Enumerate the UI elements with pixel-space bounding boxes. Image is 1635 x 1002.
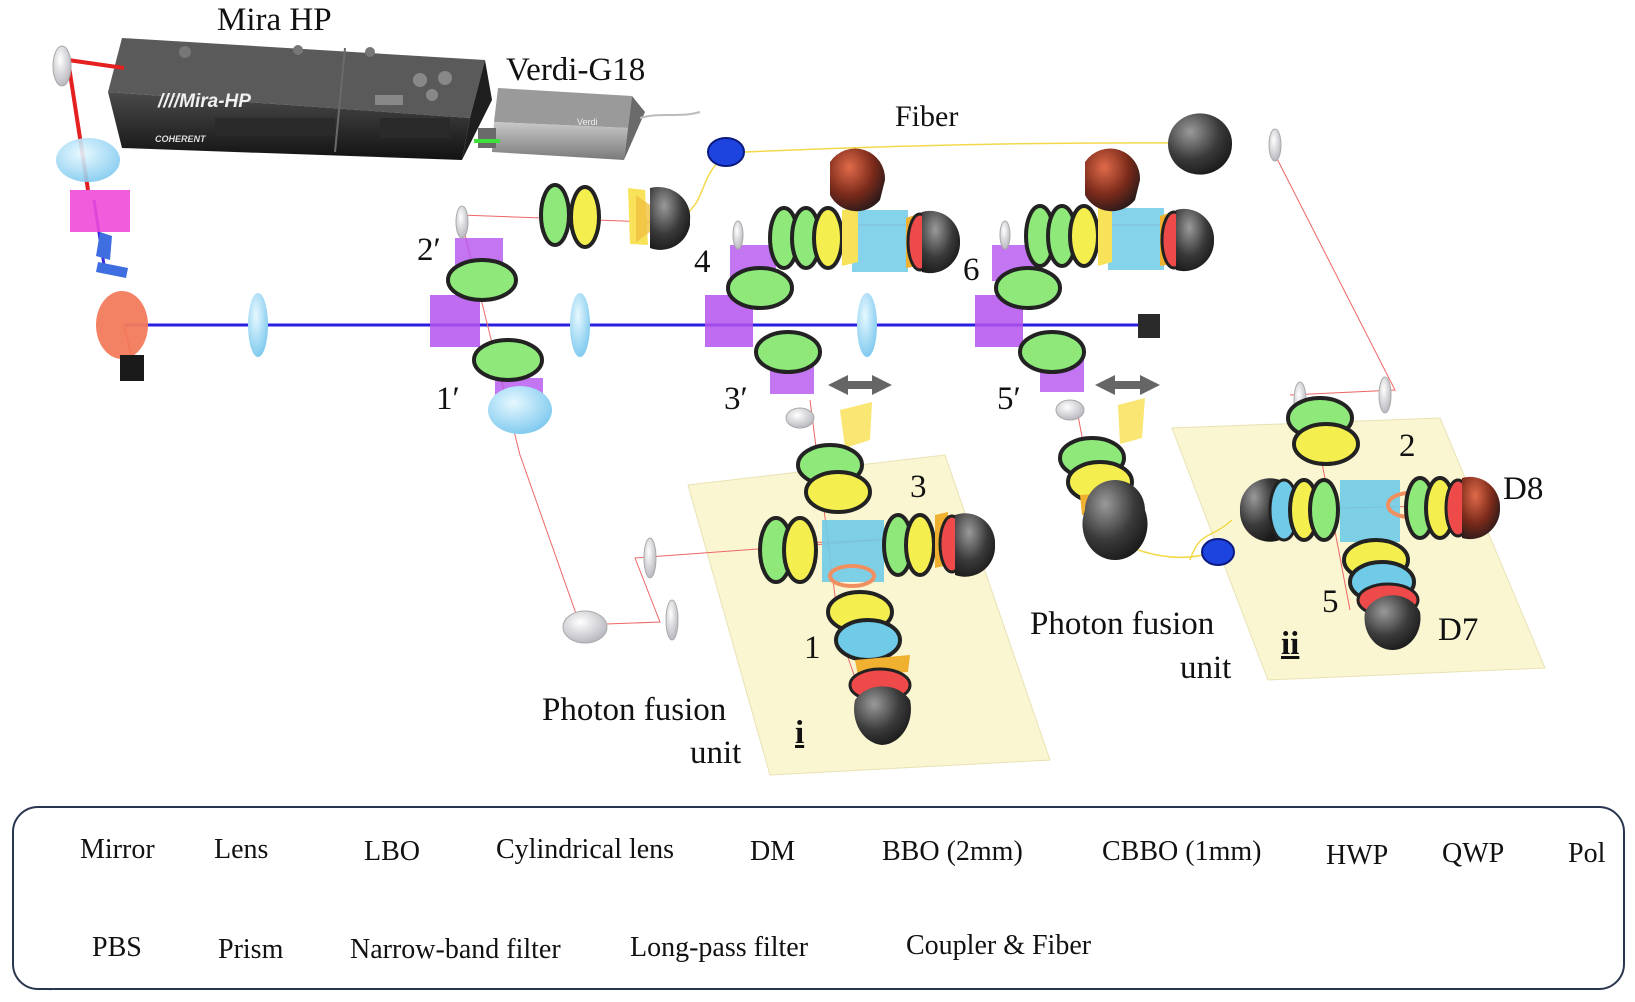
cylindrical-lens <box>96 232 112 260</box>
source-5-6 <box>975 148 1215 561</box>
fiber-coupler <box>1168 113 1233 175</box>
unit-ii-title-line1: Photon fusion <box>1030 606 1215 642</box>
fiber-coupler-blue <box>1201 538 1235 566</box>
legend-hwp: HWP <box>1326 840 1389 871</box>
verdi-g18-label: Verdi-G18 <box>506 52 646 88</box>
beam-dump <box>120 355 144 381</box>
legend-lbo: LBO <box>364 836 420 867</box>
legend-dm: DM <box>750 836 796 867</box>
verdi-brand-text: Verdi <box>577 117 598 127</box>
crystal-3p-label: 3′ <box>724 381 748 417</box>
mira-hp-label: Mira HP <box>217 2 332 38</box>
legend-pbs: PBS <box>92 932 142 963</box>
mirror <box>643 537 657 579</box>
photon-fusion-unit-i <box>758 443 996 745</box>
laser-brand-text: ////Mira-HP <box>157 91 251 112</box>
source-3-4 <box>705 148 961 448</box>
legend-mirror: Mirror <box>80 834 155 865</box>
detector-d7-label: D7 <box>1438 612 1479 648</box>
dichroic-mirror <box>96 291 148 359</box>
legend-coupler-fiber: Coupler & Fiber <box>906 930 1092 961</box>
lbo-crystal <box>70 190 130 232</box>
fiber-label: Fiber <box>895 100 959 133</box>
mirror <box>1268 128 1282 162</box>
port-3-label: 3 <box>910 469 927 505</box>
lens <box>248 293 268 357</box>
unit-i-title-line1: Photon fusion <box>542 692 727 728</box>
crystal-5p-label: 5′ <box>997 381 1021 417</box>
fiber-coupler-blue <box>707 137 745 167</box>
legend-prism: Prism <box>218 934 284 965</box>
legend-narrow-band-filter: Narrow-band filter <box>350 934 561 965</box>
lens <box>857 293 877 357</box>
legend-pol: Pol <box>1568 838 1606 869</box>
port-5-label: 5 <box>1322 584 1339 620</box>
legend-qwp: QWP <box>1442 838 1505 869</box>
unit-ii-tag: ii <box>1281 626 1300 662</box>
cylindrical-lens <box>96 262 128 278</box>
legend-cylindrical-lens: Cylindrical lens <box>496 834 675 865</box>
verdi-pump-laser <box>478 88 701 160</box>
legend-box <box>12 806 1625 990</box>
mirror <box>665 599 679 641</box>
port-2-label: 2 <box>1399 428 1416 464</box>
crystal-1p-label: 1′ <box>436 381 460 417</box>
port-1-label: 1 <box>804 630 821 666</box>
unit-i-tag: i <box>795 715 805 751</box>
unit-ii-title-line2: unit <box>1180 650 1232 686</box>
legend-cbbo: CBBO (1mm) <box>1102 836 1262 867</box>
port-6-label: 6 <box>963 252 980 288</box>
source-1-2 <box>430 183 691 434</box>
lens <box>570 293 590 357</box>
legend-long-pass-filter: Long-pass filter <box>630 932 809 963</box>
legend-bbo: BBO (2mm) <box>882 836 1023 867</box>
mirror <box>52 45 72 87</box>
lens <box>56 138 120 182</box>
detector-d8-label: D8 <box>1503 471 1544 507</box>
mirror <box>562 610 608 644</box>
laser-maker-text: COHERENT <box>155 134 207 144</box>
port-4-label: 4 <box>694 244 711 280</box>
photon-fusion-unit-ii <box>1239 376 1501 651</box>
legend-lens: Lens <box>214 834 269 865</box>
unit-i-title-line2: unit <box>690 735 742 771</box>
translation-arrow <box>1095 375 1160 395</box>
crystal-2p-label: 2′ <box>417 232 441 268</box>
mira-hp-laser <box>108 38 492 160</box>
translation-arrow <box>828 375 892 395</box>
beam-dump <box>1138 314 1160 338</box>
